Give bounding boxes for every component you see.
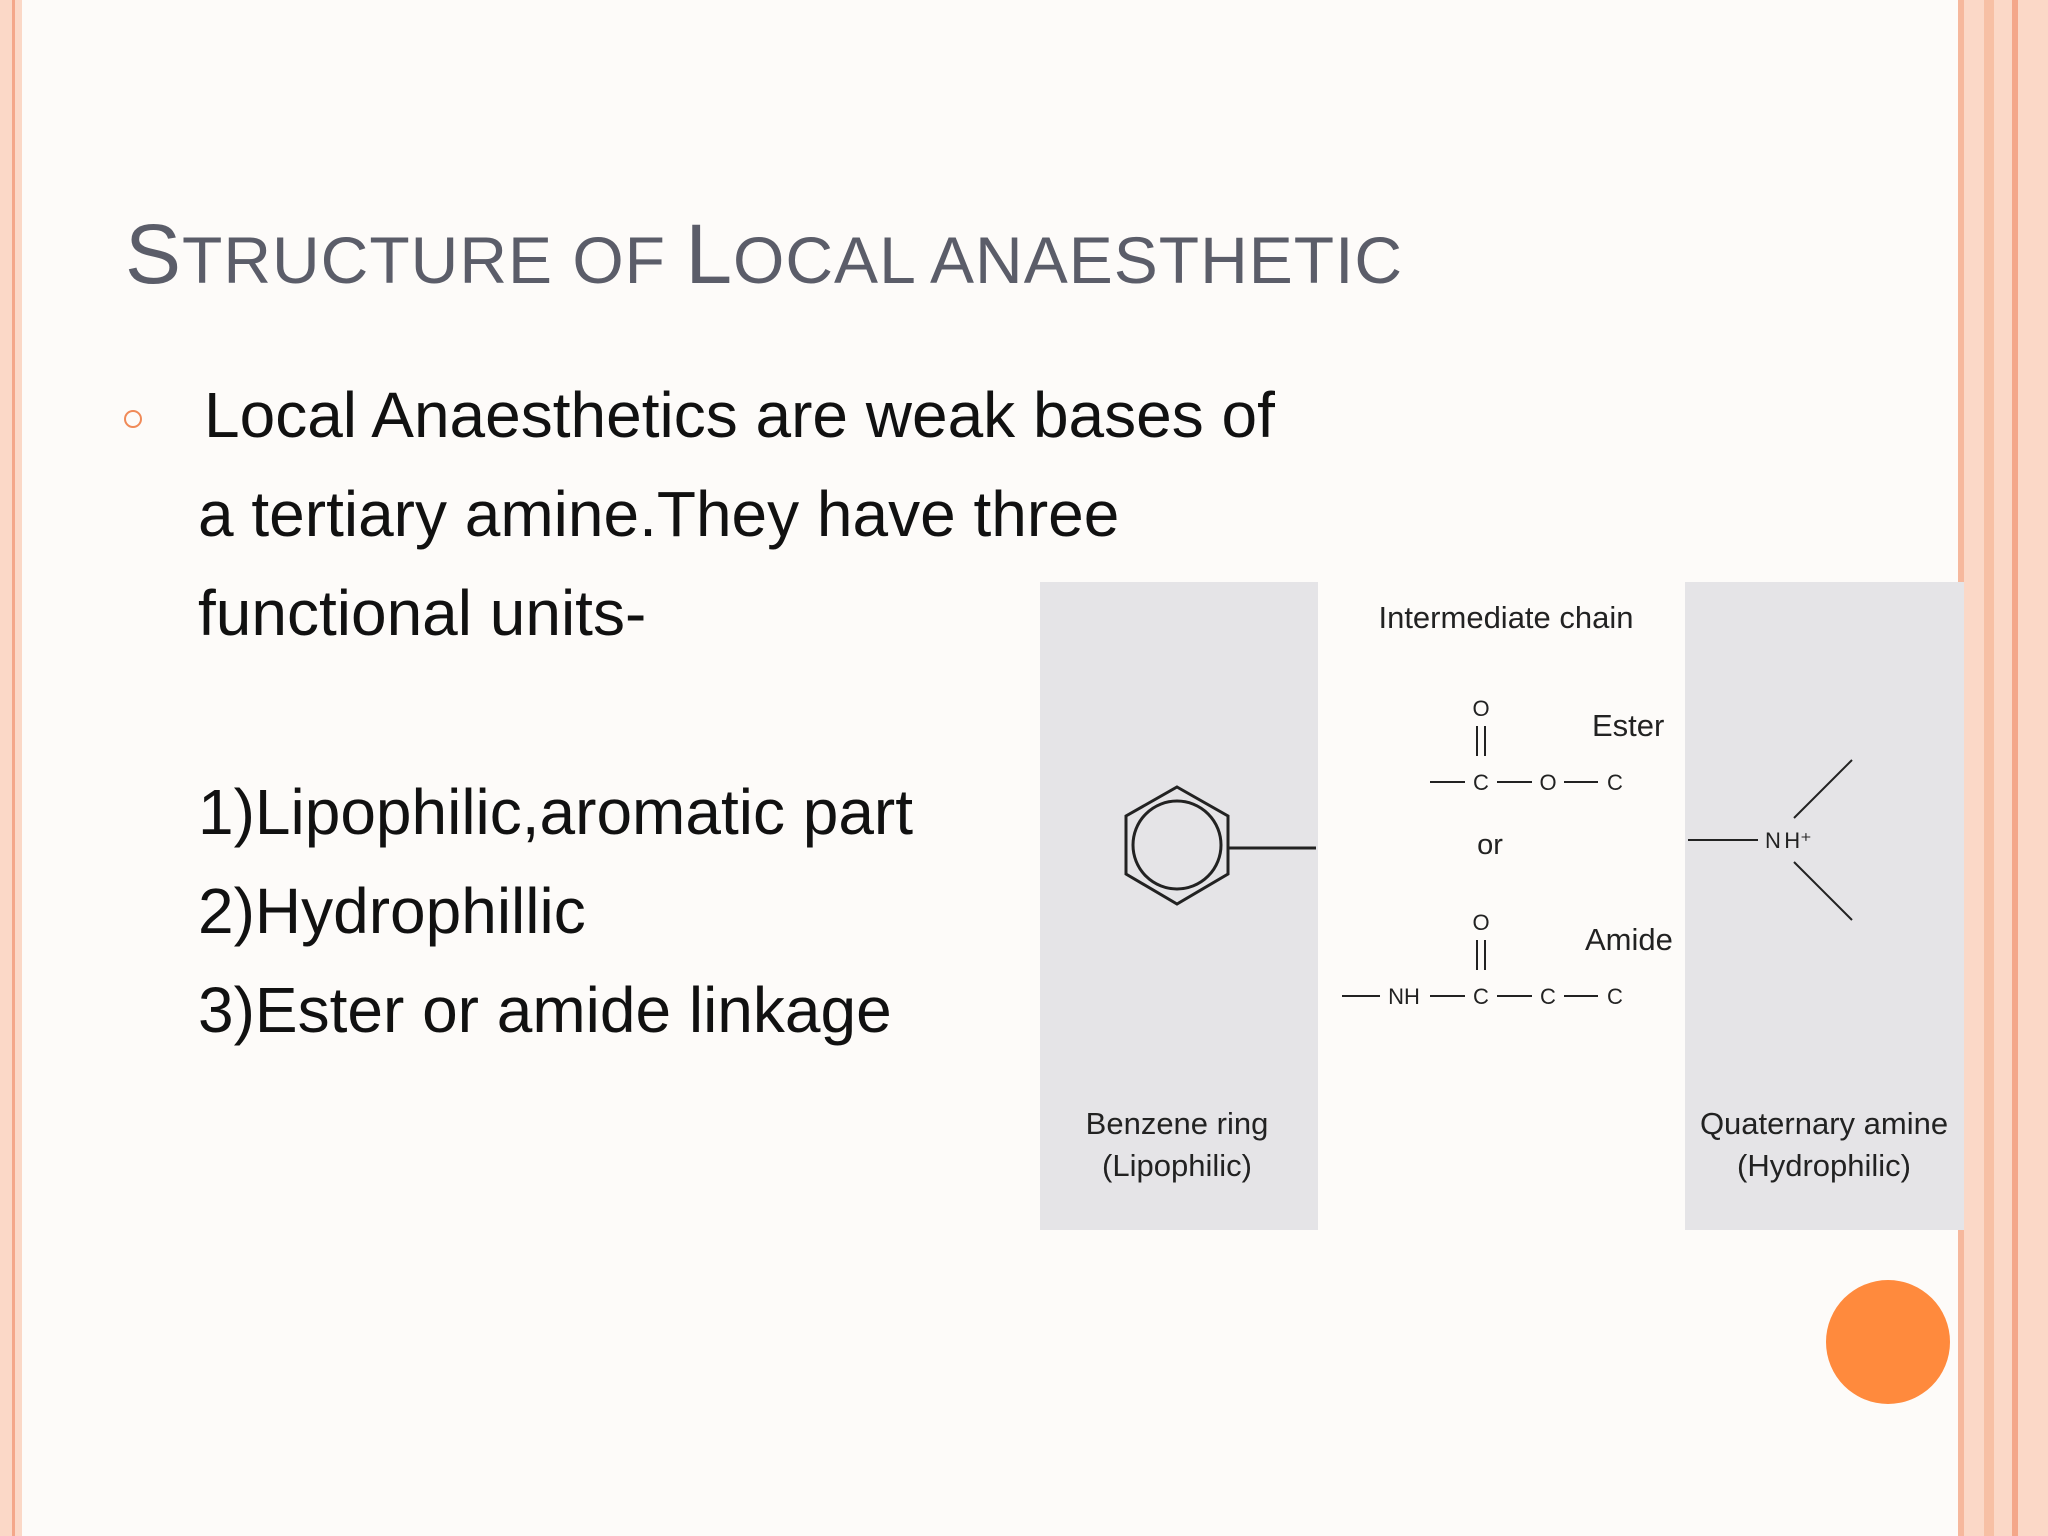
right-border-stripe-2 — [1964, 0, 1984, 1536]
lipophilic-label: (Lipophilic) — [1102, 1148, 1252, 1183]
ester-structure: O C O C Ester — [1430, 696, 1664, 795]
ester-c-atom-2: C — [1607, 770, 1623, 795]
hydrophilic-label: (Hydrophilic) — [1737, 1148, 1911, 1183]
title-cap-l: L — [685, 207, 734, 301]
hydrophilic-panel — [1685, 582, 1964, 1230]
amide-o-atom: O — [1472, 910, 1489, 935]
local-anaesthetic-structure-diagram: Intermediate chain O C O C Ester or O NH… — [1040, 582, 1964, 1230]
benzene-ring-icon — [1124, 785, 1316, 906]
amide-label: Amide — [1585, 922, 1673, 957]
ester-o-atom-2: O — [1539, 770, 1556, 795]
bullet-circle-icon — [124, 410, 142, 428]
or-label: or — [1477, 829, 1503, 861]
right-border-stripe-4 — [1994, 0, 2012, 1536]
ester-o-atom: O — [1472, 696, 1489, 721]
quaternary-amine-label: Quaternary amine — [1700, 1106, 1948, 1141]
list-item-linkage: 3)Ester or amide linkage — [198, 974, 892, 1046]
amide-c-atom-2: C — [1540, 984, 1556, 1009]
right-border-stripe-5 — [2012, 0, 2018, 1536]
ester-c-atom-1: C — [1473, 770, 1489, 795]
decorative-orange-circle — [1826, 1280, 1950, 1404]
intermediate-chain-label: Intermediate chain — [1378, 600, 1633, 635]
title-cap-s: S — [125, 207, 183, 301]
slide-title: STRUCTURE OF LOCAL ANAESTHETIC — [125, 212, 1403, 296]
ester-label: Ester — [1592, 708, 1664, 743]
left-border-line — [12, 0, 15, 1536]
amide-nh-atom: NH — [1388, 984, 1420, 1009]
lipophilic-panel — [1040, 582, 1318, 1230]
bullet-line-1: Local Anaesthetics are weak bases of — [204, 379, 1275, 451]
right-border-stripe-6 — [2018, 0, 2048, 1536]
amide-c-atom-1: C — [1473, 984, 1489, 1009]
left-border-stripe — [0, 0, 22, 1536]
bullet-line-3: functional units- — [198, 577, 647, 649]
bullet-line-2: a tertiary amine.They have three — [198, 478, 1120, 550]
list-item-lipophilic: 1)Lipophilic,aromatic part — [198, 776, 913, 848]
list-item-hydrophillic: 2)Hydrophillic — [198, 875, 586, 947]
title-structure-of: TRUCTURE OF — [182, 223, 686, 297]
benzene-ring-label: Benzene ring — [1086, 1106, 1269, 1141]
right-border-stripe-3 — [1984, 0, 1994, 1536]
amide-structure: O NH C C C Amide — [1342, 910, 1673, 1009]
amine-h-plus: H⁺ — [1784, 828, 1812, 853]
amine-n-atom: N — [1765, 828, 1781, 853]
amide-c-atom-3: C — [1607, 984, 1623, 1009]
quaternary-amine-structure: N H⁺ — [1688, 759, 1853, 921]
title-local-anaesthetic: OCAL ANAESTHETIC — [733, 223, 1404, 297]
